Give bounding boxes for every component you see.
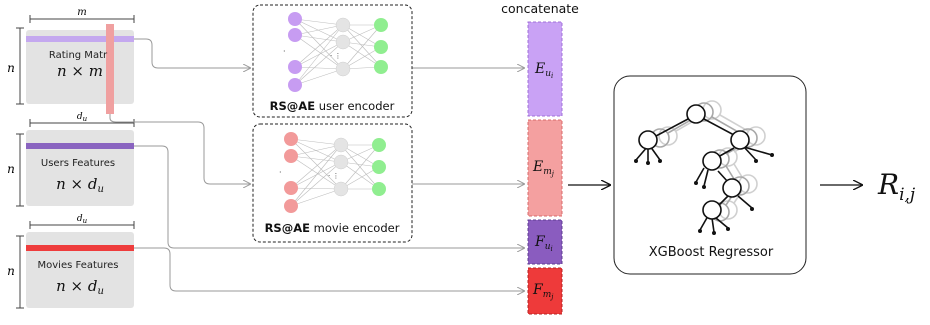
- svg-text:·: ·: [279, 168, 282, 177]
- output-label: Ri,j: [877, 168, 916, 205]
- rating-matrix: m n Rating Matr n × m: [7, 7, 135, 114]
- users-label: Users Features: [41, 158, 115, 169]
- svg-text:· ⋮: · ⋮: [328, 172, 339, 180]
- movie-input-nodes: [284, 132, 298, 213]
- concat-column: concatenate Eui Emj Fui Fmj: [501, 1, 579, 315]
- users-dim-top: du: [77, 112, 88, 123]
- connectors: [109, 38, 524, 291]
- movies-formula: n × du: [56, 277, 104, 297]
- movie-output-nodes: [372, 138, 386, 196]
- rating-label: Rating Matr: [49, 50, 108, 61]
- block-f-u: [527, 219, 563, 265]
- xgboost-regressor: XGBoost Regressor: [613, 75, 807, 275]
- user-hidden-nodes: [335, 17, 351, 77]
- rating-dim-top: m: [77, 7, 86, 18]
- arrow-rating-to-user-encoder: [134, 38, 250, 68]
- svg-text:·: ·: [283, 47, 286, 56]
- movie-encoder: · · ⋮ RS@AE movie encoder: [252, 123, 413, 243]
- label-e-u: Eui: [534, 61, 553, 80]
- users-formula: n × du: [56, 175, 104, 195]
- xgboost-box: [613, 75, 807, 275]
- label-f-u: Fui: [534, 234, 553, 253]
- block-e-u: [527, 21, 563, 117]
- user-encoder: · · ⋮ RS@AE user encoder: [252, 4, 413, 118]
- label-f-m: Fmj: [532, 282, 554, 301]
- xgboost-label: XGBoost Regressor: [649, 245, 774, 260]
- movie-encoder-label: RS@AE movie encoder: [265, 221, 400, 235]
- movies-dim-top: du: [77, 214, 88, 225]
- rating-row-highlight: [26, 36, 134, 42]
- svg-text:· ⋮: · ⋮: [330, 52, 341, 60]
- trees-icon: [634, 100, 774, 235]
- label-e-m: Emj: [532, 159, 555, 178]
- rating-col-highlight: [106, 24, 114, 114]
- block-f-m: [527, 267, 563, 315]
- user-encoder-label: RS@AE user encoder: [270, 99, 395, 113]
- rating-formula: n × m: [57, 62, 103, 80]
- concat-title: concatenate: [501, 1, 579, 16]
- movies-label: Movies Features: [38, 260, 119, 271]
- arrow-movies-to-f-m: [134, 247, 524, 291]
- block-e-m: [527, 119, 563, 217]
- arrow-rating-to-movie-encoder: [109, 114, 250, 184]
- movies-dim-left: n: [7, 264, 15, 278]
- movie-hidden-nodes: [333, 137, 349, 197]
- users-dim-left: n: [7, 162, 15, 176]
- user-input-nodes: [288, 12, 302, 92]
- users-row-highlight: [26, 143, 134, 149]
- user-output-nodes: [374, 18, 388, 74]
- movie-encoder-edges: [290, 138, 380, 207]
- arrow-users-to-f-u: [134, 145, 524, 248]
- movies-row-highlight: [26, 245, 134, 251]
- movies-matrix: du n Movies Features n × du: [7, 214, 135, 309]
- user-encoder-edges: [294, 18, 382, 86]
- rating-dim-left: n: [7, 61, 15, 75]
- users-matrix: du n Users Features n × du: [7, 112, 135, 207]
